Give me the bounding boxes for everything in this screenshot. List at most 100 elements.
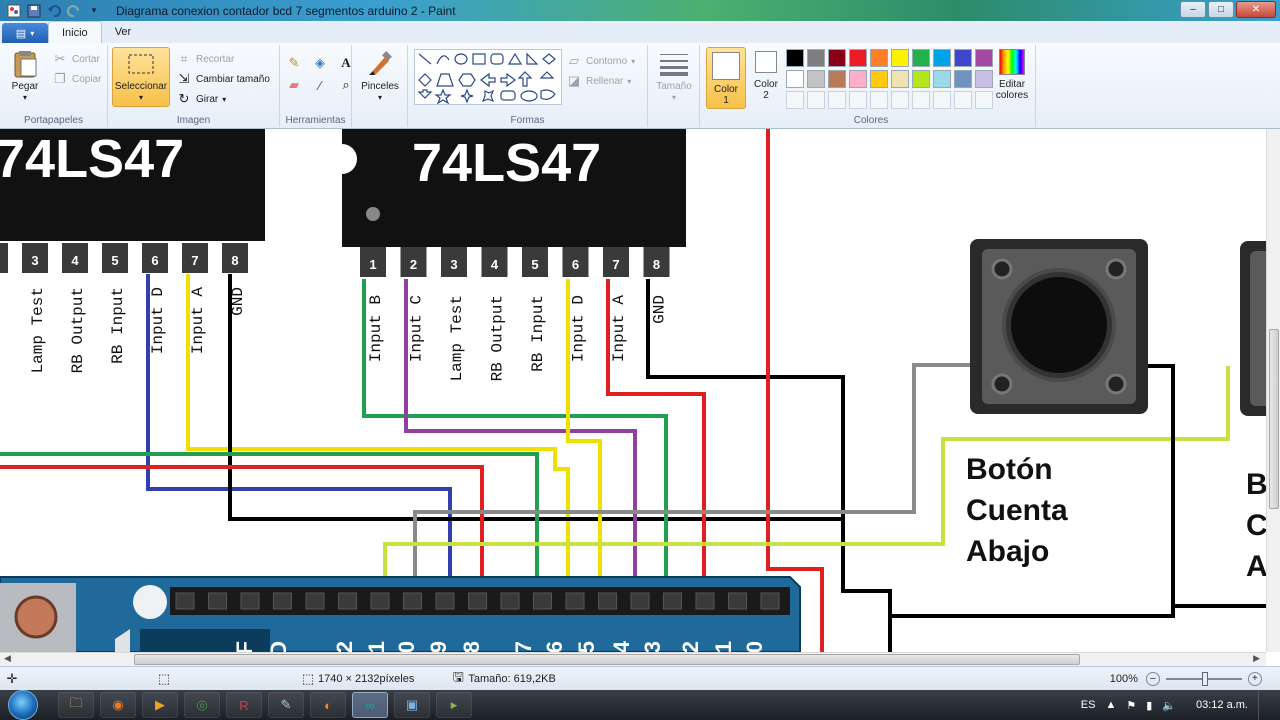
palette-swatch[interactable] bbox=[912, 49, 930, 67]
copy-button[interactable]: ❐Copiar bbox=[52, 71, 101, 87]
palette-empty-swatch[interactable] bbox=[828, 91, 846, 109]
shapes-gallery[interactable] bbox=[414, 49, 562, 105]
color-picker-icon[interactable]: ⁄ bbox=[318, 77, 322, 93]
header-hole bbox=[728, 592, 747, 610]
customize-icon[interactable]: ▾ bbox=[91, 5, 97, 15]
palette-swatch[interactable] bbox=[828, 49, 846, 67]
taskbar-paint-alt-icon[interactable]: ✎ bbox=[268, 692, 304, 718]
scroll-left-arrow[interactable]: ◀ bbox=[4, 653, 11, 663]
color2-button[interactable]: Color 2 bbox=[748, 51, 784, 101]
fill-shape-button[interactable]: ◪Rellenar▾ bbox=[567, 73, 632, 88]
zoom-in-button[interactable]: + bbox=[1247, 671, 1262, 686]
edit-colors-button[interactable]: Editar colores bbox=[990, 49, 1034, 101]
palette-swatch[interactable] bbox=[849, 70, 867, 88]
rotate-icon: ↻ bbox=[178, 91, 190, 106]
chip-pin bbox=[62, 243, 88, 273]
palette-empty-swatch[interactable] bbox=[786, 91, 804, 109]
save-icon[interactable] bbox=[26, 3, 42, 19]
resize-button[interactable]: ⇲Cambiar tamaño bbox=[176, 71, 270, 87]
palette-swatch[interactable] bbox=[786, 70, 804, 88]
network-icon[interactable]: ▮ bbox=[1146, 699, 1153, 712]
size-button[interactable]: Tamaño▾ bbox=[654, 51, 694, 103]
close-button[interactable]: ✕ bbox=[1236, 1, 1276, 18]
palette-swatch[interactable] bbox=[912, 70, 930, 88]
redo-icon[interactable] bbox=[66, 3, 82, 19]
taskbar-explorer-icon[interactable]: 🗀 bbox=[58, 692, 94, 718]
palette-swatch[interactable] bbox=[933, 70, 951, 88]
palette-swatch[interactable] bbox=[975, 70, 993, 88]
palette-swatch[interactable] bbox=[870, 49, 888, 67]
rotate-button[interactable]: ↻Girar▾ bbox=[176, 91, 227, 107]
palette-swatch[interactable] bbox=[891, 49, 909, 67]
taskbar-arduino-icon[interactable]: ∞ bbox=[352, 692, 388, 718]
palette-swatch[interactable] bbox=[807, 49, 825, 67]
taskbar-paint-icon[interactable]: ▣ bbox=[394, 692, 430, 718]
header-hole bbox=[338, 592, 357, 610]
arduino-pin-label: 3 bbox=[640, 641, 665, 652]
start-button[interactable] bbox=[8, 690, 38, 720]
paint-app-icon[interactable] bbox=[6, 3, 22, 19]
zoom-slider[interactable] bbox=[1165, 671, 1242, 686]
palette-empty-swatch[interactable] bbox=[933, 91, 951, 109]
button-label-line1: Botón bbox=[966, 453, 1053, 486]
text-icon[interactable]: A bbox=[341, 55, 351, 70]
pencil-icon[interactable]: ✎ bbox=[288, 55, 300, 70]
palette-swatch[interactable] bbox=[870, 70, 888, 88]
taskbar-chrome-icon[interactable]: ◎ bbox=[184, 692, 220, 718]
show-hidden-icons-icon[interactable]: ▲ bbox=[1105, 699, 1117, 711]
horizontal-scrollbar[interactable]: ◀ ▶ bbox=[0, 652, 1266, 666]
palette-empty-swatch[interactable] bbox=[975, 91, 993, 109]
maximize-button[interactable]: □ bbox=[1208, 1, 1234, 18]
palette-empty-swatch[interactable] bbox=[954, 91, 972, 109]
palette-swatch[interactable] bbox=[786, 49, 804, 67]
palette-swatch[interactable] bbox=[954, 70, 972, 88]
eraser-icon[interactable]: ▰ bbox=[289, 77, 299, 92]
paste-button[interactable]: Pegar▾ bbox=[6, 49, 44, 103]
palette-empty-swatch[interactable] bbox=[849, 91, 867, 109]
clock[interactable]: 03:12 a.m. bbox=[1196, 699, 1248, 711]
palette-empty-swatch[interactable] bbox=[912, 91, 930, 109]
magnifier-icon[interactable]: ⌕ bbox=[342, 77, 350, 92]
zoom-slider-thumb[interactable] bbox=[1201, 671, 1208, 686]
pin-label: GND bbox=[651, 295, 669, 324]
action-center-icon[interactable]: ⚑ bbox=[1126, 699, 1137, 712]
show-desktop-button[interactable] bbox=[1258, 690, 1266, 720]
file-menu-button[interactable]: ▤▾ bbox=[2, 23, 48, 43]
tab-inicio[interactable]: Inicio bbox=[48, 21, 102, 43]
palette-empty-swatch[interactable] bbox=[891, 91, 909, 109]
vertical-scrollbar[interactable] bbox=[1266, 129, 1280, 652]
scroll-right-arrow[interactable]: ▶ bbox=[1253, 653, 1260, 663]
palette-empty-swatch[interactable] bbox=[807, 91, 825, 109]
undo-icon[interactable] bbox=[46, 3, 62, 19]
palette-swatch[interactable] bbox=[849, 49, 867, 67]
button-label-line3: Abajo bbox=[966, 535, 1049, 568]
palette-swatch[interactable] bbox=[954, 49, 972, 67]
taskbar-cmd-icon[interactable]: ▸ bbox=[436, 692, 472, 718]
header-hole bbox=[468, 592, 487, 610]
taskbar-app-r-icon[interactable]: R bbox=[226, 692, 262, 718]
minimize-button[interactable]: – bbox=[1180, 1, 1206, 18]
palette-swatch[interactable] bbox=[828, 70, 846, 88]
palette-swatch[interactable] bbox=[933, 49, 951, 67]
tab-ver[interactable]: Ver bbox=[114, 26, 132, 38]
horizontal-scroll-thumb[interactable] bbox=[134, 654, 1080, 665]
language-indicator[interactable]: ES bbox=[1080, 699, 1096, 711]
brushes-button[interactable]: Pinceles▾ bbox=[360, 49, 400, 103]
palette-swatch[interactable] bbox=[975, 49, 993, 67]
color1-button[interactable]: Color 1 bbox=[706, 47, 746, 109]
cut-button[interactable]: ✂Cortar bbox=[52, 51, 100, 67]
palette-swatch[interactable] bbox=[807, 70, 825, 88]
palette-swatch[interactable] bbox=[891, 70, 909, 88]
palette-empty-swatch[interactable] bbox=[870, 91, 888, 109]
taskbar-firefox-icon[interactable]: ◉ bbox=[100, 692, 136, 718]
outline-button[interactable]: ▱Contorno▾ bbox=[566, 53, 635, 69]
zoom-out-button[interactable]: – bbox=[1145, 671, 1160, 686]
crop-button[interactable]: ⌗Recortar bbox=[176, 51, 234, 67]
taskbar-blender-icon[interactable]: ◐ bbox=[310, 692, 346, 718]
volume-icon[interactable]: 🔈 bbox=[1162, 699, 1177, 712]
taskbar-media-icon[interactable]: ▶ bbox=[142, 692, 178, 718]
select-button[interactable]: Seleccionar▾ bbox=[112, 47, 170, 107]
vertical-scroll-thumb[interactable] bbox=[1269, 329, 1279, 509]
fill-icon[interactable]: ◈ bbox=[315, 55, 325, 70]
